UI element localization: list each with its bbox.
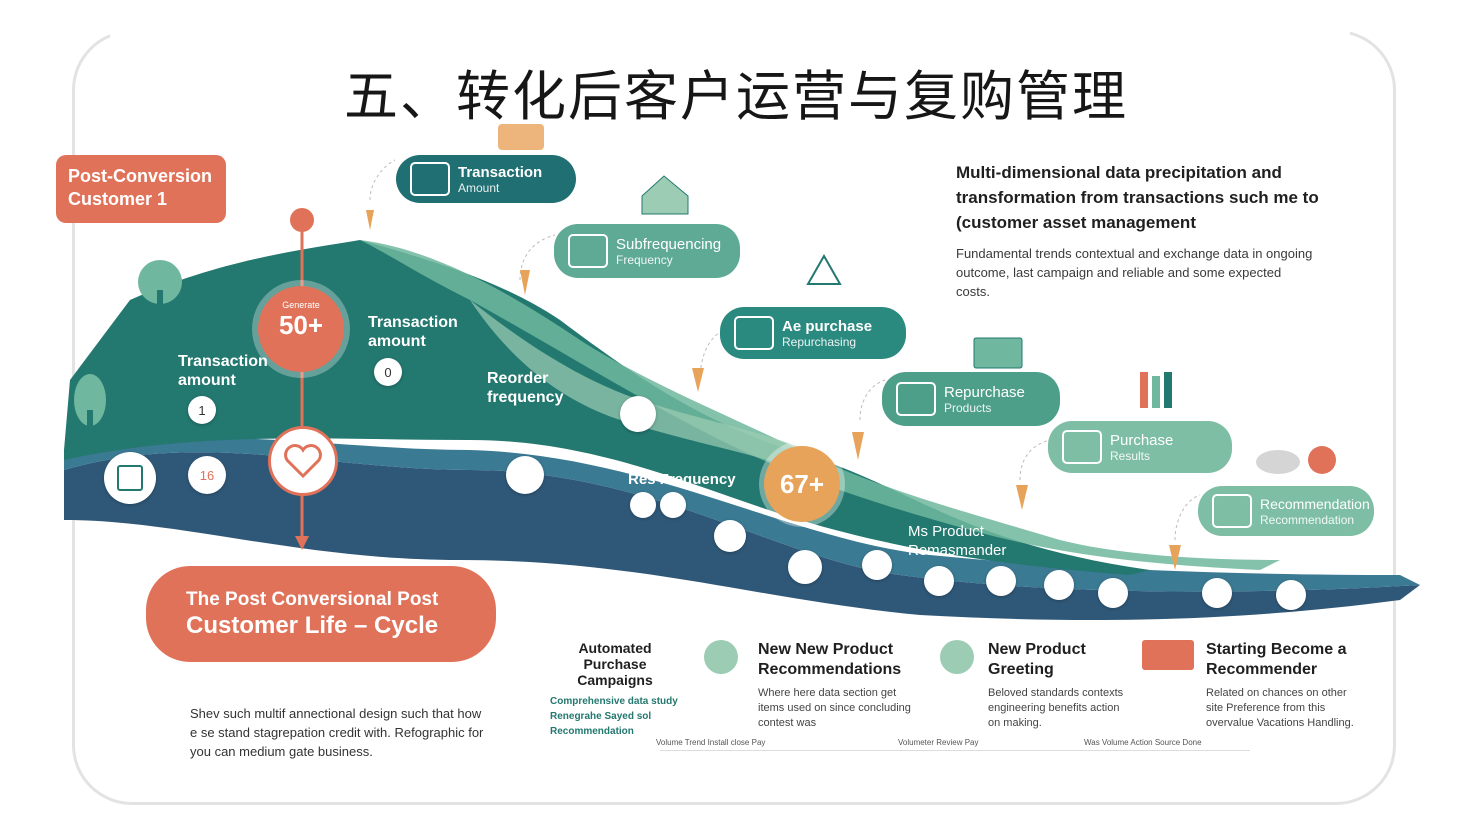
generate-label: Generate xyxy=(282,300,320,310)
pill-subtitle: Repurchasing xyxy=(782,334,857,349)
pill-subtitle: Amount xyxy=(458,180,500,195)
bottom-col-desc: Where here data section get items used o… xyxy=(758,687,911,729)
pill-title: Transaction xyxy=(458,163,543,181)
step-circle-1: 1 xyxy=(188,396,216,424)
cart-icon xyxy=(734,316,774,350)
page-title: 五、转化后客户运营与复购管理 xyxy=(344,65,1128,128)
receipt-icon xyxy=(410,162,450,196)
bottom-foot-2: Volumeter Review Pay xyxy=(898,738,979,747)
bottom-col-title: Starting Become a Recommender xyxy=(1206,641,1347,678)
bottom-col-desc: Comprehensive data study Renegrahe Sayed… xyxy=(550,696,678,737)
frame-top-gap xyxy=(110,20,1350,50)
bottom-col-title: New New Product Recommendations xyxy=(758,641,902,678)
coin-icon xyxy=(714,520,746,552)
res-frequency-label: Res Frequency xyxy=(628,471,736,488)
document-icon xyxy=(620,396,656,432)
bottom-divider xyxy=(660,750,1250,751)
pill-title: Subfrequencing xyxy=(616,235,722,253)
dot-icon-1 xyxy=(630,492,656,518)
box-icon xyxy=(506,456,544,494)
bottom-foot-3: Was Volume Action Source Done xyxy=(1084,738,1202,747)
generate-value: 50+ xyxy=(278,310,324,340)
product-remainder-label: Ms Product Remasmander xyxy=(908,523,1007,559)
step-circle-2: 0 xyxy=(374,358,402,386)
bottom-col-recommender: Starting Become a Recommender Related on… xyxy=(1206,640,1356,731)
right-description: Fundamental trends contextual and exchan… xyxy=(956,246,1313,299)
lifecycle-line-2: Customer Life – Cycle xyxy=(186,612,439,639)
lifecycle-banner: The Post Conversional Post Customer Life… xyxy=(146,566,496,662)
dot-icon-2 xyxy=(660,492,686,518)
cash-icon xyxy=(788,550,822,584)
pill-subtitle: Recommendation xyxy=(1260,512,1355,527)
cart-icon xyxy=(1098,578,1128,608)
pill-title: Purchase xyxy=(1110,431,1174,449)
bottom-col-title: Automated Purchase Campaigns xyxy=(577,640,653,688)
bag-icon xyxy=(1202,578,1232,608)
post-conversion-badge: Post-Conversion Customer 1 xyxy=(56,155,226,223)
transaction-amount-label-1: Transaction amount xyxy=(178,353,268,389)
circle-sixteen: 16 xyxy=(188,456,226,494)
wallet-icon xyxy=(1276,580,1306,610)
bottom-col-title: New Product Greeting xyxy=(988,641,1086,678)
right-heading: Multi-dimensional data precipitation and… xyxy=(956,163,1319,232)
transaction-amount-label-2: Transaction amount xyxy=(368,314,458,350)
money-icon xyxy=(924,566,954,596)
bottom-col-greeting: New Product Greeting Beloved standards c… xyxy=(988,640,1128,731)
tag-icon xyxy=(862,550,892,580)
badge-line-2: Customer 1 xyxy=(68,189,168,209)
bottom-col-desc: Related on chances on other site Prefere… xyxy=(1206,687,1354,729)
handshake-icon xyxy=(896,382,936,416)
lifecycle-line-1: The Post Conversional Post xyxy=(186,589,439,610)
pill-title: Repurchase xyxy=(944,383,1025,401)
generate-badge: Generate 50+ xyxy=(258,286,344,372)
bottom-col-new-product: New New Product Recommendations Where he… xyxy=(758,640,918,731)
calendar-icon xyxy=(104,452,156,504)
bottom-col-desc: Beloved standards contexts engineering b… xyxy=(988,687,1124,729)
greeting-icon xyxy=(940,640,974,674)
pill-title: Ae purchase xyxy=(782,317,873,335)
badge-line-1: Post-Conversion xyxy=(68,166,213,186)
bottom-col-automated: Automated Purchase Campaigns Comprehensi… xyxy=(550,640,680,739)
product-icon xyxy=(704,640,738,674)
chart-icon xyxy=(568,234,608,268)
percent-badge: 67+ xyxy=(764,446,840,522)
gift-icon xyxy=(1044,570,1074,600)
lifecycle-description: Shev such multif annectional design such… xyxy=(190,706,484,759)
pill-subtitle: Results xyxy=(1110,448,1151,463)
heart-icon xyxy=(268,426,338,496)
pill-subtitle: Frequency xyxy=(616,252,673,267)
reorder-frequency-label: Reorder frequency xyxy=(487,370,564,406)
invoice-icon xyxy=(1062,430,1102,464)
pill-subtitle: Products xyxy=(944,400,992,415)
pill-title: Recommendation xyxy=(1260,495,1370,512)
refresh-icon xyxy=(986,566,1016,596)
bottom-foot-1: Volume Trend Install close Pay xyxy=(656,738,766,747)
clipboard-icon xyxy=(1212,494,1252,528)
